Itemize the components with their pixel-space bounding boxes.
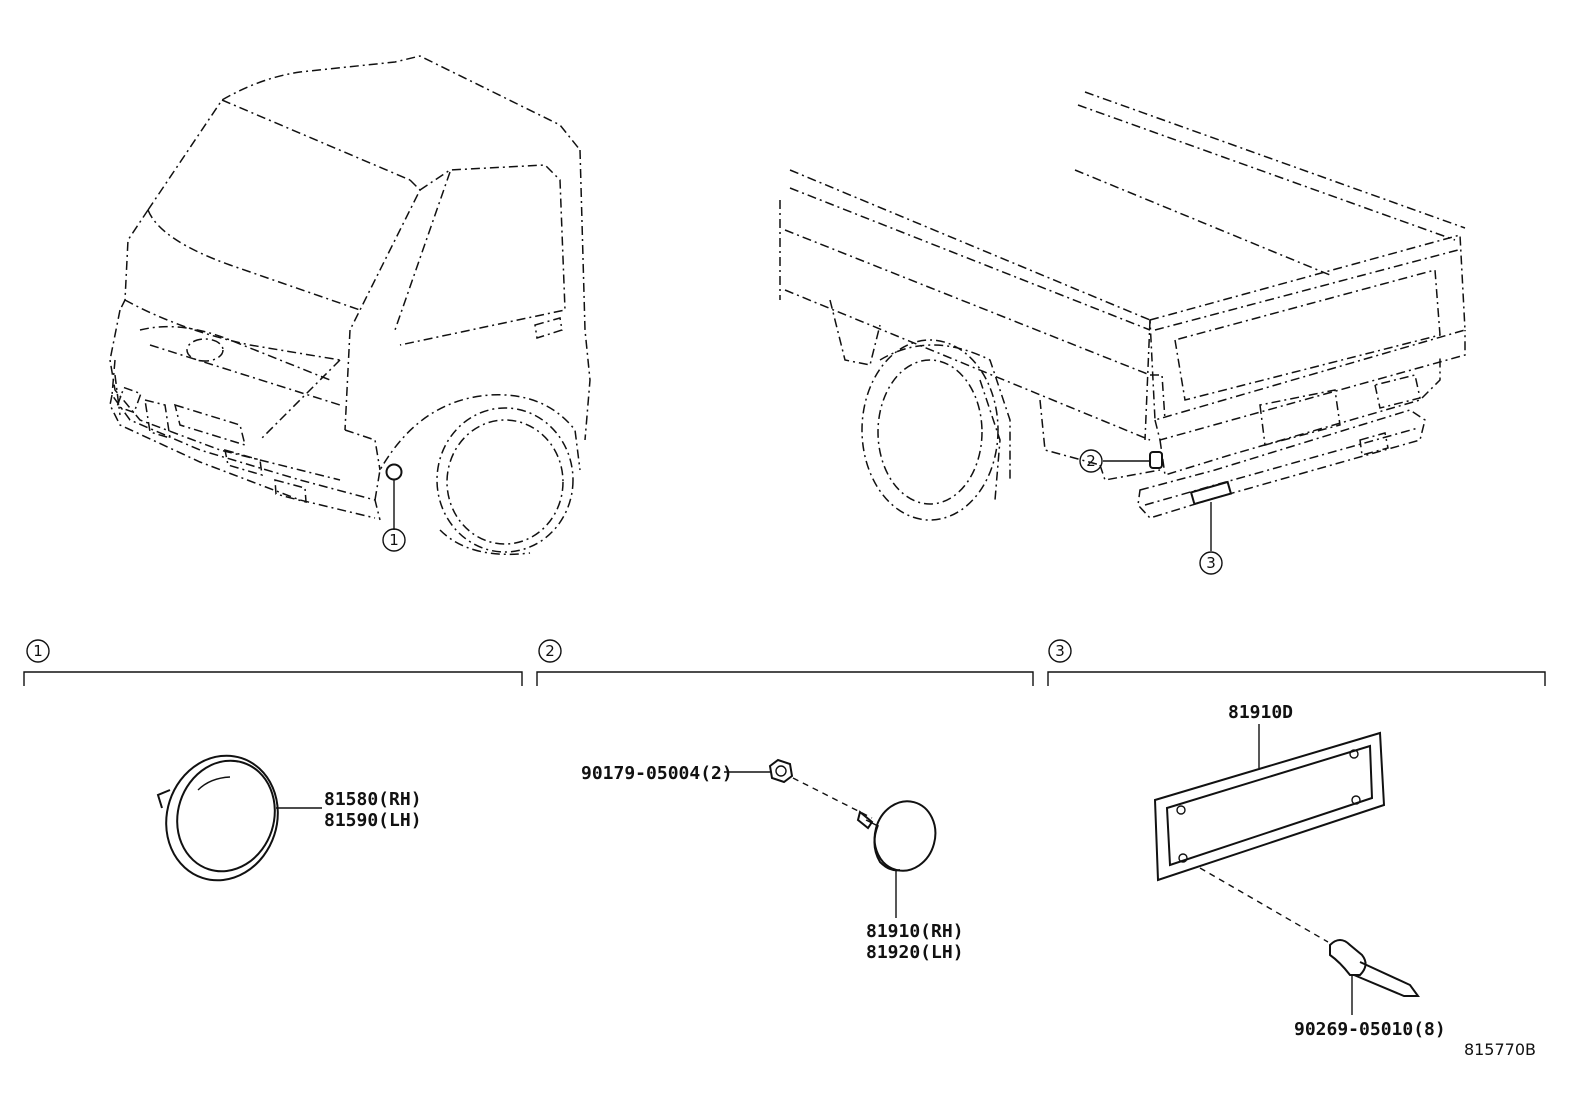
figure-id: 815770B	[1464, 1040, 1536, 1059]
section-2-header: 2	[536, 639, 1034, 686]
callout-2: 2	[1086, 452, 1096, 470]
section-2-number: 2	[545, 642, 555, 660]
part-90179-nut-label: 90179-05004(2)	[581, 763, 733, 784]
front-reflector-part: 81580(RH) 81590(LH)	[156, 754, 422, 882]
callout-1: 1	[389, 531, 399, 549]
section-1-header: 1	[23, 639, 523, 686]
part-90269-rivet-label: 90269-05010(8)	[1294, 1019, 1446, 1040]
part-81590-lh-label: 81590(LH)	[324, 810, 422, 831]
part-81920-lh-label: 81920(LH)	[866, 942, 964, 963]
section-1-number: 1	[33, 642, 43, 660]
callout-1-circle	[382, 528, 406, 552]
callout-3-circle	[1199, 551, 1223, 575]
part-81910d-label: 81910D	[1228, 702, 1293, 723]
rear-side-reflector-part: 90179-05004(2) 81910(RH) 81920(LH)	[581, 758, 964, 963]
front-truck-illustration: 1	[109, 55, 591, 556]
rear-plate-reflector-part: 81910D 90269-05010(8)	[1153, 702, 1446, 1040]
callout-3: 3	[1206, 554, 1216, 572]
section-3-header: 3	[1047, 639, 1546, 686]
rear-truck-illustration: 2 3	[779, 91, 1466, 575]
part-81580-rh-label: 81580(RH)	[324, 789, 422, 810]
part-81910-rh-label: 81910(RH)	[866, 921, 964, 942]
section-3-number: 3	[1055, 642, 1065, 660]
callout-2-circle	[1079, 449, 1103, 473]
